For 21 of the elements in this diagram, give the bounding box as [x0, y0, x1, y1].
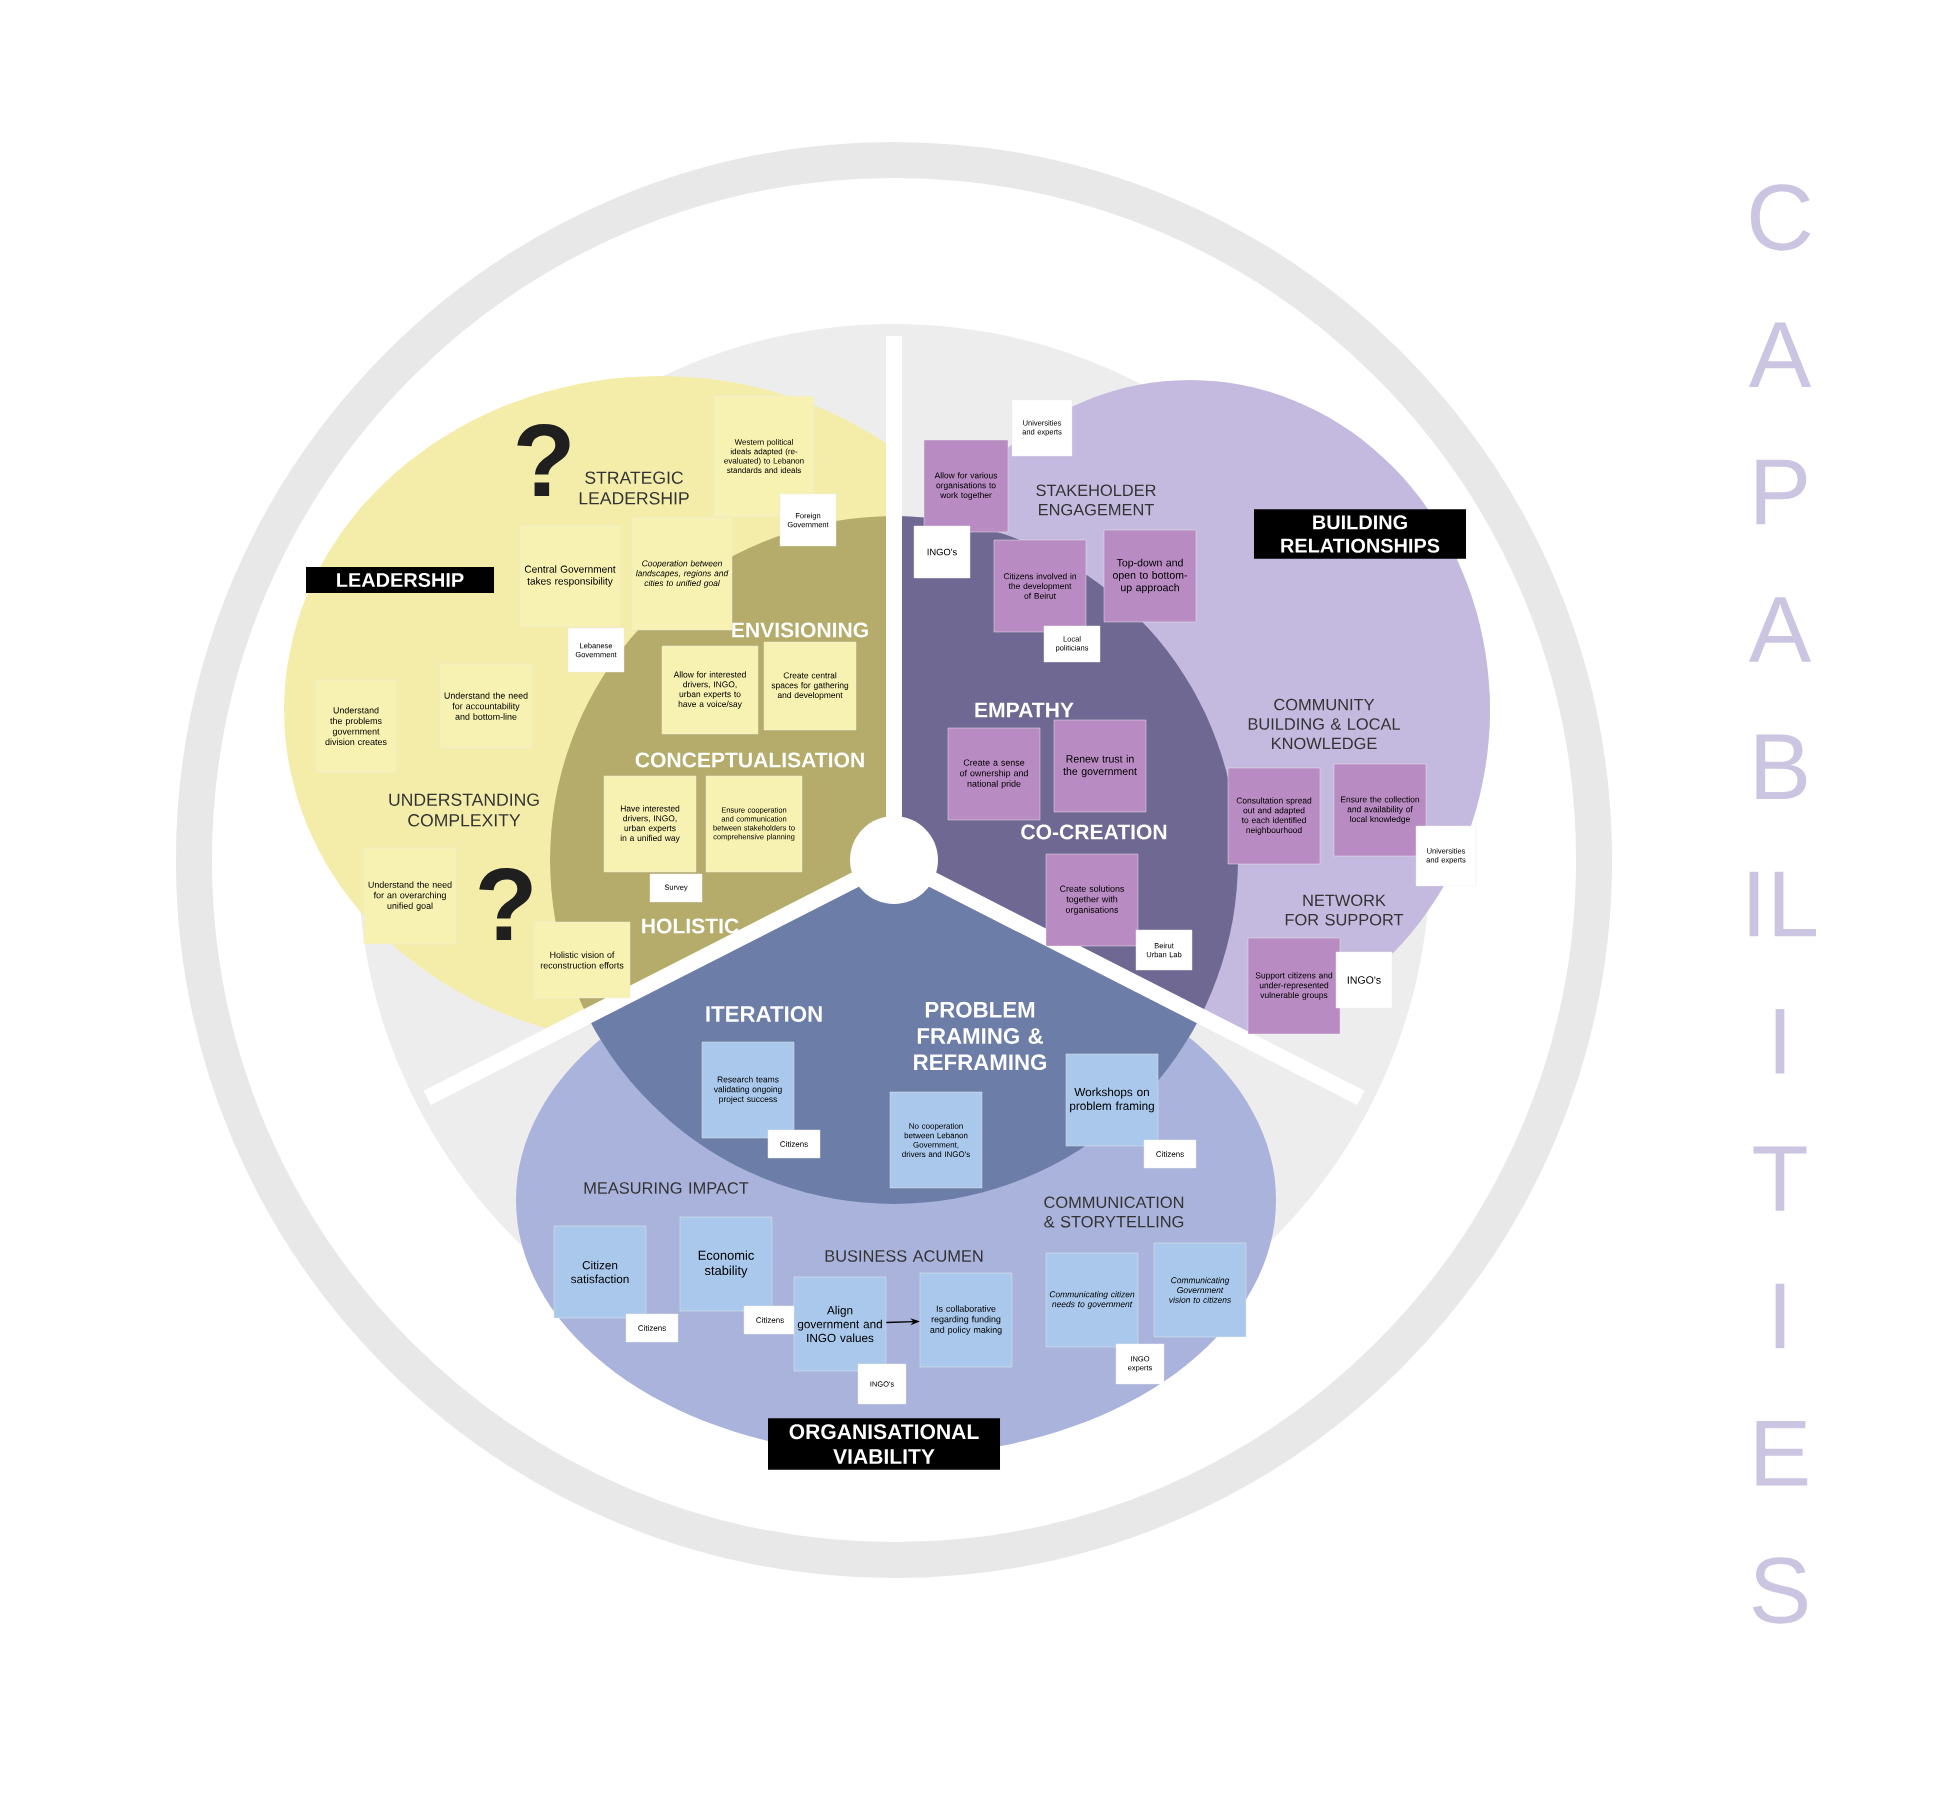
question-mark: ?: [479, 868, 532, 940]
band-heading: EMPATHY: [975, 702, 1074, 718]
heading: UNDERSTANDING COMPLEXITY: [389, 793, 539, 827]
band-heading: ITERATION: [706, 1006, 822, 1022]
band-heading: CO-CREATION: [1021, 824, 1167, 840]
heading: NETWORK FOR SUPPORT: [1285, 894, 1404, 926]
section-label: ORGANISATIONAL VIABILITY: [768, 1418, 1000, 1470]
heading: STRATEGIC LEADERSHIP: [579, 471, 689, 505]
heading: MEASURING IMPACT: [584, 1182, 749, 1194]
section-label: LEADERSHIP: [306, 566, 494, 594]
heading: COMMUNITY BUILDING & LOCAL KNOWLEDGE: [1248, 698, 1400, 750]
question-mark: ?: [517, 424, 570, 496]
vertical-title: CAPABILITIES: [1748, 184, 1816, 1624]
heading: STAKEHOLDER ENGAGEMENT: [1036, 484, 1156, 516]
band-heading: ENVISIONING: [732, 622, 868, 638]
band-heading: PROBLEM FRAMING & REFRAMING: [914, 1001, 1047, 1071]
band-heading: CONCEPTUALISATION: [635, 752, 864, 768]
heading: COMMUNICATION & STORYTELLING: [1044, 1196, 1184, 1228]
heading: BUSINESS ACUMEN: [825, 1250, 983, 1262]
section-label: BUILDING RELATIONSHIPS: [1254, 509, 1466, 559]
band-heading: HOLISTIC: [642, 918, 739, 934]
